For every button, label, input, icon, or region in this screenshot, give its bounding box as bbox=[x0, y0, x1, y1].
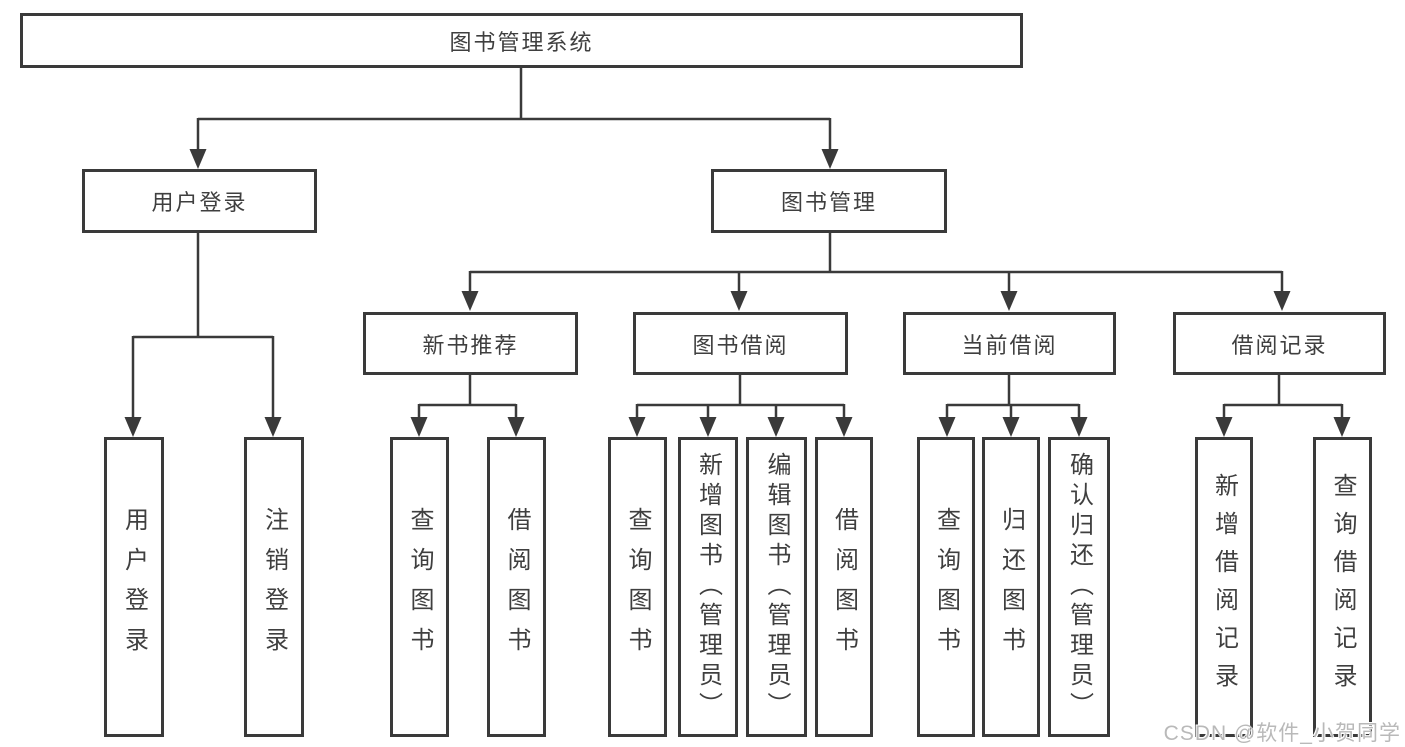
leaf-query-borrow-record: 查询借阅记录 bbox=[1313, 437, 1372, 737]
leaf-query-books-1: 查询图书 bbox=[390, 437, 449, 737]
leaf-query-borrow-record-label: 查询借阅记录 bbox=[1329, 473, 1356, 701]
leaf-borrow-books-2: 借阅图书 bbox=[815, 437, 873, 737]
leaf-add-book-admin: 新增图书（管理员） bbox=[678, 437, 738, 737]
node-book-borrow-label: 图书借阅 bbox=[692, 332, 789, 358]
node-book-management-label: 图书管理 bbox=[780, 190, 877, 215]
node-borrow-record-label: 借阅记录 bbox=[1231, 332, 1328, 358]
node-new-book-recommend: 新书推荐 bbox=[363, 312, 578, 375]
leaf-logout: 注销登录 bbox=[244, 437, 304, 737]
leaf-confirm-return-admin-label: 确认归还（管理员） bbox=[1065, 452, 1093, 722]
leaf-query-books-2-label: 查询图书 bbox=[624, 507, 651, 667]
leaf-query-books-3: 查询图书 bbox=[917, 437, 975, 737]
node-book-borrow: 图书借阅 bbox=[633, 312, 848, 375]
csdn-watermark: CSDN @软件_小贺同学 bbox=[1163, 722, 1401, 745]
leaf-query-books-2: 查询图书 bbox=[608, 437, 667, 737]
leaf-borrow-books-1-label: 借阅图书 bbox=[503, 507, 530, 667]
node-current-borrow: 当前借阅 bbox=[903, 312, 1116, 375]
node-root-label: 图书管理系统 bbox=[449, 29, 594, 55]
node-book-management: 图书管理 bbox=[711, 169, 947, 233]
leaf-add-borrow-record: 新增借阅记录 bbox=[1195, 437, 1253, 737]
leaf-edit-book-admin-label: 编辑图书（管理员） bbox=[763, 452, 790, 722]
leaf-add-book-admin-label: 新增图书（管理员） bbox=[694, 452, 722, 722]
leaf-borrow-books-1: 借阅图书 bbox=[487, 437, 546, 737]
node-new-book-recommend-label: 新书推荐 bbox=[422, 332, 519, 358]
leaf-add-borrow-record-label: 新增借阅记录 bbox=[1210, 473, 1238, 701]
leaf-user-login-label: 用户登录 bbox=[120, 507, 148, 667]
node-user-login: 用户登录 bbox=[82, 169, 317, 233]
arrowheads bbox=[124, 149, 1351, 437]
leaf-borrow-books-2-label: 借阅图书 bbox=[830, 507, 858, 667]
leaf-edit-book-admin: 编辑图书（管理员） bbox=[746, 437, 807, 737]
leaf-logout-label: 注销登录 bbox=[260, 507, 288, 667]
connector-paths bbox=[131, 68, 1344, 420]
node-user-login-label: 用户登录 bbox=[151, 190, 248, 215]
node-current-borrow-label: 当前借阅 bbox=[961, 332, 1058, 358]
leaf-user-login: 用户登录 bbox=[104, 437, 164, 737]
node-root-system: 图书管理系统 bbox=[20, 13, 1023, 68]
leaf-query-books-3-label: 查询图书 bbox=[932, 507, 960, 667]
node-borrow-record: 借阅记录 bbox=[1173, 312, 1386, 375]
leaf-return-book: 归还图书 bbox=[982, 437, 1040, 737]
leaf-query-books-1-label: 查询图书 bbox=[406, 507, 433, 667]
leaf-return-book-label: 归还图书 bbox=[997, 507, 1025, 667]
leaf-confirm-return-admin: 确认归还（管理员） bbox=[1048, 437, 1110, 737]
